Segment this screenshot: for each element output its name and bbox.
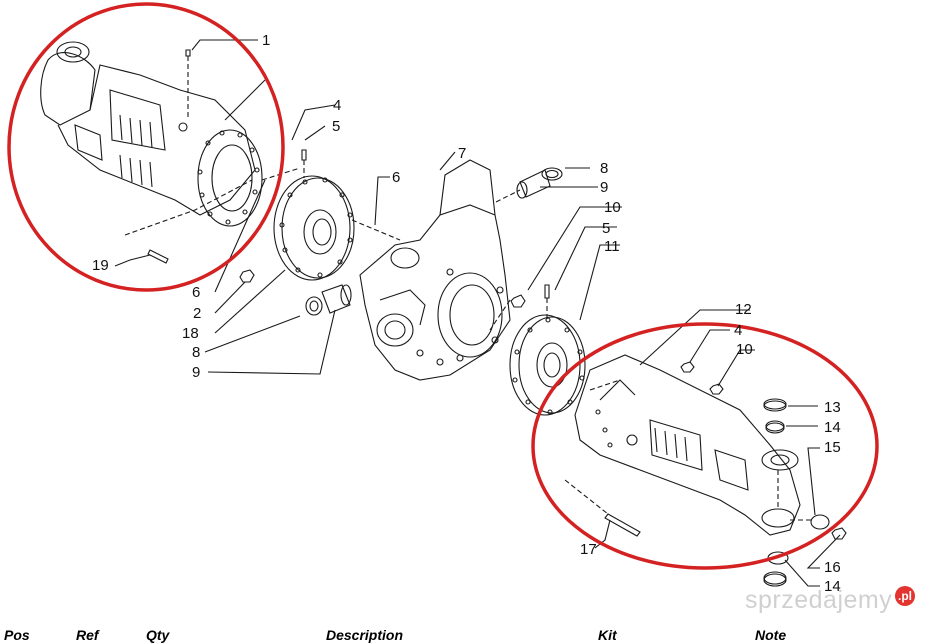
label-4b: 4 [734,322,742,339]
label-10b: 10 [736,341,753,358]
label-10a: 10 [604,199,621,216]
header-description: Description [326,627,404,643]
label-8b: 8 [192,344,200,361]
label-14b: 14 [824,578,841,595]
header-pos: Pos [4,627,30,643]
label-9b: 9 [192,364,200,381]
left-bushing [305,284,352,316]
label-2: 2 [193,305,201,322]
label-13: 13 [824,399,841,416]
label-5b: 5 [602,220,610,237]
label-6a: 6 [392,169,400,186]
header-qty: Qty [146,627,170,643]
left-axle-housing [40,41,263,227]
label-12: 12 [735,301,752,318]
label-16: 16 [824,559,841,576]
label-18: 18 [182,325,199,342]
label-14a: 14 [824,419,841,436]
header-note: Note [755,627,787,643]
leader-lines [114,39,841,587]
label-11: 11 [604,238,620,255]
label-17: 17 [580,541,597,558]
watermark-badge: .pl [895,586,915,606]
label-5a: 5 [332,118,340,135]
highlight-circles [7,2,879,570]
label-8a: 8 [600,160,608,177]
label-1: 1 [262,32,270,49]
label-15: 15 [824,439,841,456]
right-flange [509,314,586,416]
label-7: 7 [458,145,466,162]
right-axle-housing [574,354,801,536]
watermark-text: sprzedajemy [745,586,893,614]
highlight-left [7,2,285,292]
label-4a: 4 [333,97,341,114]
label-9a: 9 [600,179,608,196]
header-kit: Kit [598,627,617,643]
label-6b: 6 [192,284,200,301]
small-parts [147,49,847,587]
right-bushing [516,167,563,199]
highlight-right [531,322,879,570]
left-flange [273,175,355,281]
assembly-lines [124,56,812,521]
header-ref: Ref [76,627,99,643]
part-labels: 1 4 5 6 7 8 9 10 5 11 19 6 2 18 8 9 12 4… [92,32,841,595]
label-19: 19 [92,257,109,274]
center-housing [359,159,511,381]
